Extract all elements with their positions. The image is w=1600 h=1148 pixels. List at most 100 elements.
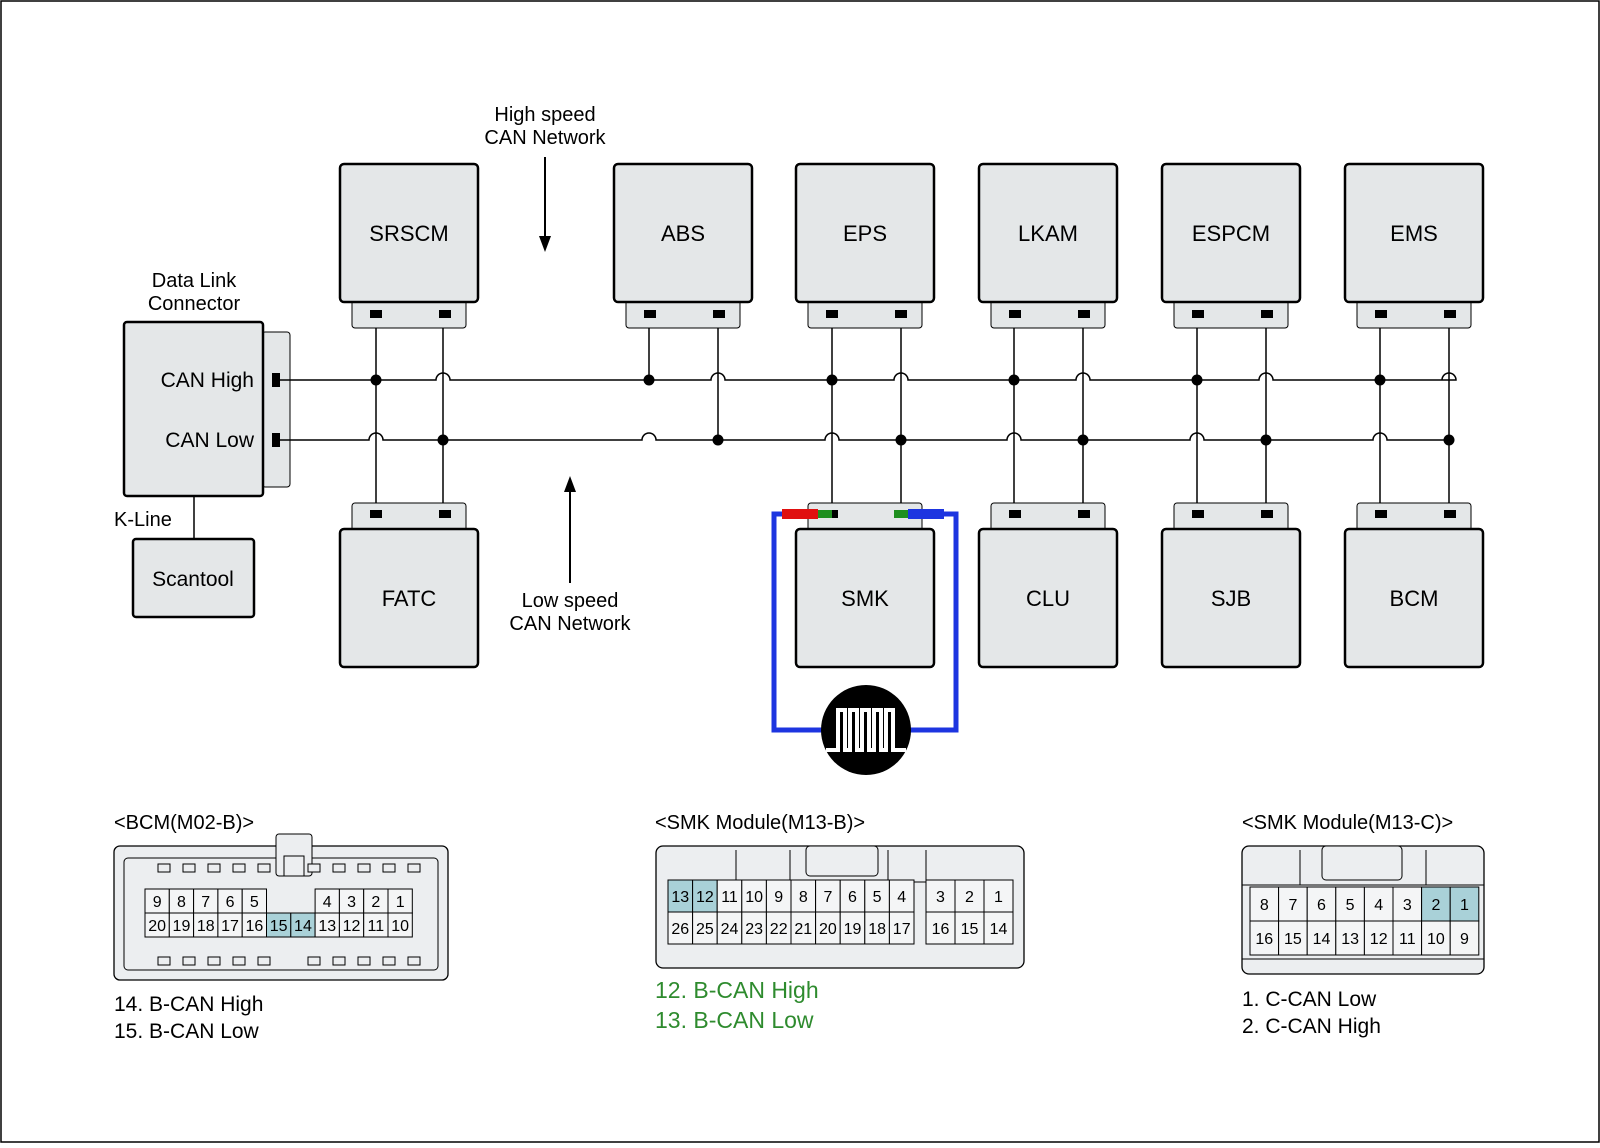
dlc-can-high-label: CAN High <box>161 369 254 392</box>
can-low-bus <box>280 432 1449 441</box>
scantool-label: Scantool <box>152 568 234 591</box>
smk-b-pin-row2-right-label: 15 <box>961 921 979 938</box>
smk-b-pin-row1-label: 11 <box>721 889 738 906</box>
bcm-pin-row2-label: 20 <box>148 918 166 935</box>
junction-dot <box>1077 434 1089 446</box>
module-pin <box>1009 510 1021 518</box>
module-eps: EPS <box>794 162 936 329</box>
smk-c-pin-row1-label: 1 <box>1460 897 1469 914</box>
module-sjb: SJB <box>1160 502 1302 669</box>
module-pin <box>895 310 907 318</box>
smk-c-pin-row1-label: 5 <box>1346 897 1355 914</box>
bcm-pin-row2-label: 10 <box>391 918 409 935</box>
smk-b-pin-row1-label: 12 <box>696 889 714 906</box>
bcm-pin-row1-cell <box>314 888 340 914</box>
bcm-pin-row2-cell <box>241 912 267 938</box>
bcm-terminal-top <box>407 863 421 873</box>
bcm-pin-row2-cell <box>144 912 170 938</box>
bcm-pin-row2-cell <box>266 912 292 938</box>
module-body <box>338 162 480 304</box>
smk-c-pin-row2-label: 12 <box>1370 931 1388 948</box>
junction-dot <box>643 374 655 386</box>
smk-c-pin-row2-cell <box>1249 920 1280 956</box>
smk-b-pin-row2-right-cell <box>983 911 1014 945</box>
bcm-terminal-top <box>307 863 321 873</box>
module-pin <box>439 510 451 518</box>
smk-b-pin-row1-right-cell <box>925 879 956 913</box>
module-body <box>1343 527 1485 669</box>
smk-c-pin-row1-label: 4 <box>1374 897 1383 914</box>
smk-b-pin-row2-label: 22 <box>770 921 788 938</box>
low-speed-arrow-head <box>564 476 576 492</box>
bcm-terminal-bottom <box>307 956 321 966</box>
smk-c-pin-row1-label: 8 <box>1260 897 1269 914</box>
bcm-pin-row1-cell <box>387 888 413 914</box>
smk-b-pin-row1-right-label: 2 <box>965 889 974 906</box>
smk-b-pin-row1-cell <box>667 879 694 913</box>
bcm-terminal-top <box>332 863 346 873</box>
bcm-terminal-top <box>257 863 271 873</box>
smk-c-pin-row1-label: 3 <box>1403 897 1412 914</box>
smk-b-pin-row2-cell <box>667 911 694 945</box>
bcm-pin-row1-label: 6 <box>226 894 235 911</box>
smk-b-pin-row2-cell <box>815 911 841 945</box>
module-pin <box>1078 510 1090 518</box>
smk-c-latch <box>1321 845 1403 881</box>
junction-dot <box>1191 374 1203 386</box>
smk-b-pin-row2-cell <box>741 911 767 945</box>
module-body <box>338 527 480 669</box>
bcm-pin-row1-label: 7 <box>201 894 210 911</box>
bcm-pin-row1-label: 3 <box>347 894 356 911</box>
smk-b-pin-row1-cell <box>741 879 767 913</box>
bcm-terminal-top <box>207 863 221 873</box>
smk-b-pin-row1-right-cell <box>983 879 1014 913</box>
smk-c-pin-row1-label: 7 <box>1288 897 1297 914</box>
smk-b-pin-row1-right-cell <box>954 879 985 913</box>
module-body <box>1343 162 1485 304</box>
bcm-terminal-bottom <box>332 956 346 966</box>
bcm-pin-row1-label: 4 <box>323 894 332 911</box>
smk-b-pin-row1-right-label: 1 <box>994 889 1003 906</box>
bcm-pin-row2-cell <box>290 912 316 938</box>
module-body <box>977 527 1119 669</box>
bcm-terminal-bottom <box>232 956 246 966</box>
probe-tip-green <box>818 510 832 518</box>
k-line-label: K-Line <box>114 509 172 531</box>
module-label: SMK <box>841 586 889 611</box>
bcm-terminal-bottom <box>157 956 171 966</box>
bcm-pin-row2-cell <box>168 912 195 938</box>
dlc-label-2: Connector <box>148 293 241 315</box>
high-speed-arrow-head <box>539 236 551 252</box>
module-label: ABS <box>661 221 705 246</box>
bcm-pin-row2-cell <box>314 912 340 938</box>
smk-b-pin-row1-cell <box>888 879 915 913</box>
module-pin <box>439 310 451 318</box>
junction-dot <box>1260 434 1272 446</box>
module-body <box>612 162 754 304</box>
smk-c-face <box>1241 884 1485 960</box>
module-body <box>977 162 1119 304</box>
smk-b-pin-row1-label: 5 <box>873 889 882 906</box>
square-wave-icon <box>826 708 906 752</box>
module-pin <box>370 510 382 518</box>
smk-c-pin-row2-cell <box>1392 920 1423 956</box>
bcm-terminal-top <box>382 863 396 873</box>
bcm-connector-title: <BCM(M02-B)> <box>114 812 254 834</box>
bcm-pin-row2-label: 11 <box>368 918 385 935</box>
bcm-pin-row1-cell <box>193 888 219 914</box>
module-fatc: FATC <box>338 502 480 669</box>
bcm-pin-row1-label: 8 <box>177 894 186 911</box>
module-body <box>794 162 936 304</box>
module-body <box>1160 527 1302 669</box>
smk-b-pin-row1-right-label: 3 <box>936 889 945 906</box>
dlc-label-1: Data Link <box>152 270 237 292</box>
bcm-pin-row2-label: 19 <box>173 918 191 935</box>
smk-b-pin-row1-label: 7 <box>823 889 832 906</box>
junction-dot <box>826 374 838 386</box>
low-speed-label-1: Low speed <box>522 590 619 612</box>
data-link-connector <box>122 320 265 498</box>
can-bus-wires <box>280 322 1457 509</box>
bcm-terminal-top <box>157 863 171 873</box>
